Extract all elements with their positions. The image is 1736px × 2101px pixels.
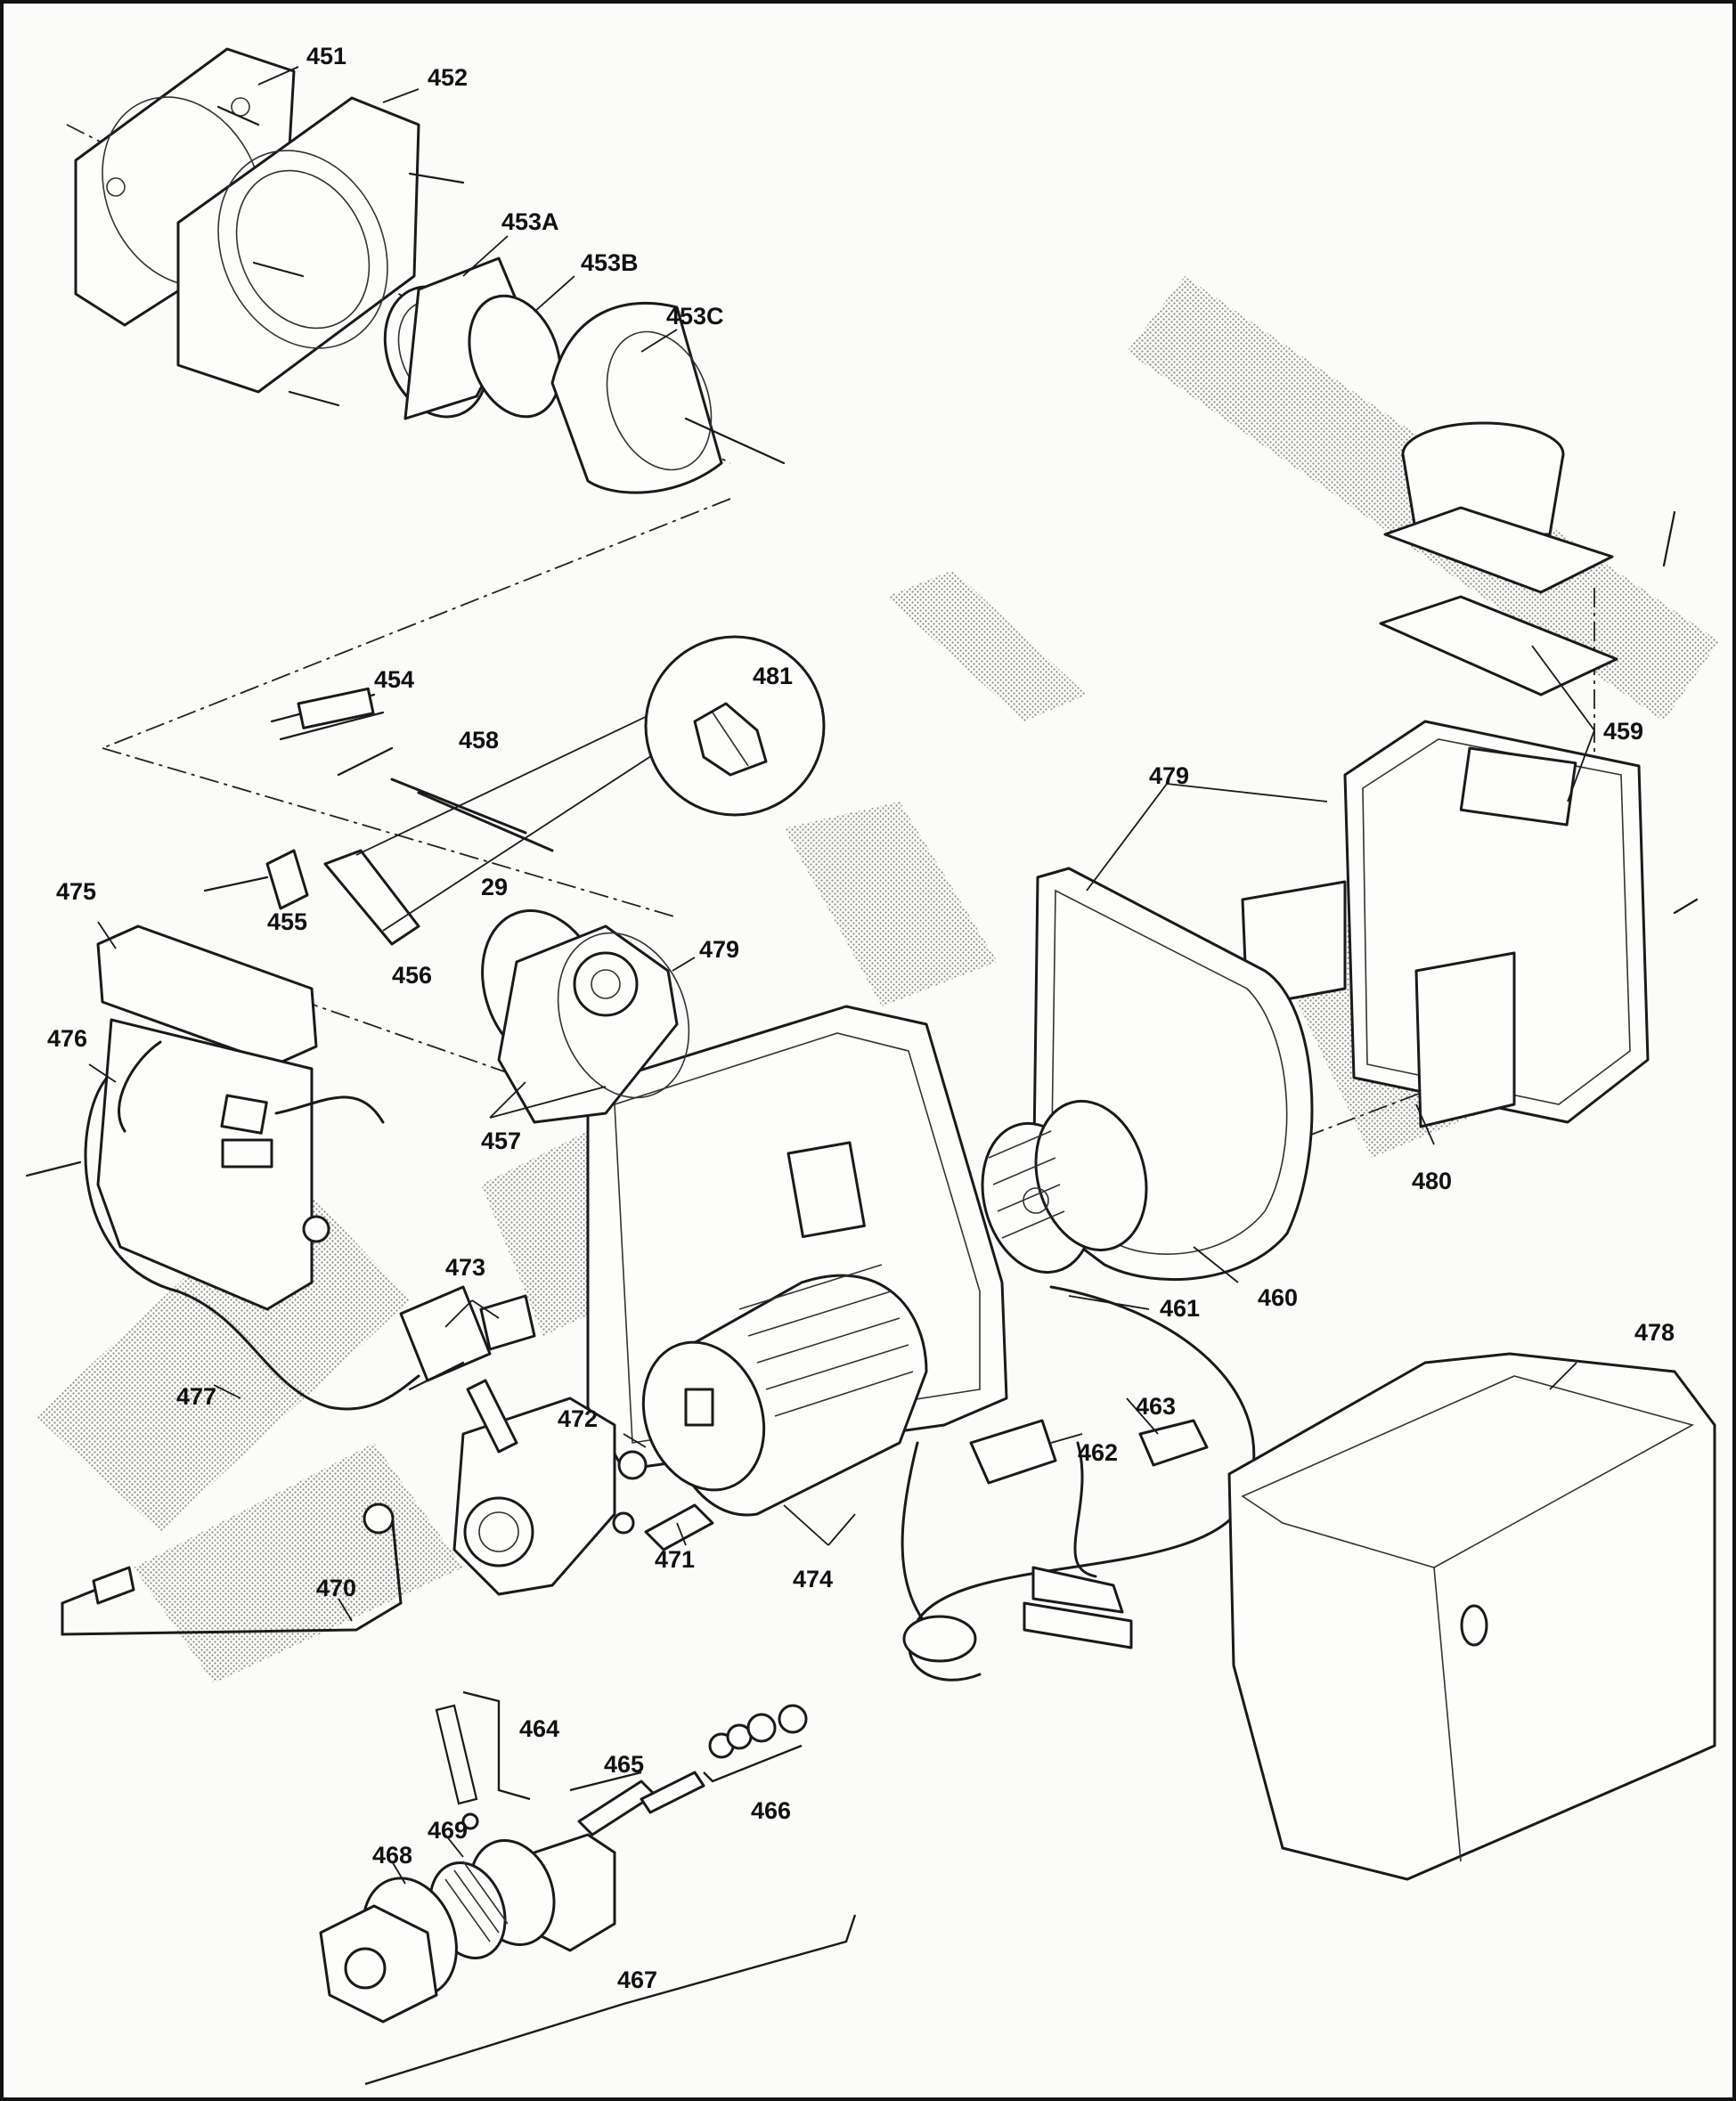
callout-480: 480 (1412, 1168, 1452, 1194)
photocell-assembly (328, 1285, 536, 1411)
callout-456: 456 (392, 962, 432, 989)
callout-461: 461 (1160, 1295, 1200, 1322)
callout-468: 468 (372, 1842, 412, 1869)
callout-474: 474 (793, 1566, 833, 1592)
callout-478: 478 (1634, 1319, 1675, 1346)
callout-452: 452 (428, 64, 468, 91)
burner-flange (176, 96, 465, 407)
burner-cover (1227, 1352, 1716, 1881)
callout-465: 465 (604, 1751, 644, 1778)
watermark-band-bottom (134, 1443, 463, 1683)
callout-464: 464 (519, 1715, 559, 1742)
callout-469: 469 (428, 1817, 468, 1844)
fan-wheel (981, 1099, 1148, 1274)
callout-463: 463 (1136, 1393, 1176, 1420)
callout-460: 460 (1258, 1284, 1298, 1311)
watermark-band-mid (886, 570, 1087, 721)
callout-477: 477 (176, 1383, 216, 1410)
ignition-transformer (25, 924, 385, 1409)
burner-motor (641, 1264, 928, 1517)
callout-470: 470 (316, 1575, 356, 1601)
callout-455: 455 (267, 908, 307, 935)
callout-451: 451 (306, 43, 346, 69)
watermark-band-lower-left (36, 1176, 410, 1532)
leader-lines (88, 66, 1595, 1885)
callout-453a: 453A (501, 208, 559, 235)
callout-466: 466 (751, 1797, 791, 1824)
ignition-electrodes (203, 687, 678, 946)
group-braces (364, 1690, 857, 2086)
callout-462: 462 (1078, 1439, 1118, 1466)
nozzle-detail-circle (644, 635, 826, 817)
callout-29: 29 (481, 874, 508, 900)
combustion-head (383, 257, 786, 494)
callout-454: 454 (374, 666, 414, 693)
callout-479-housing: 479 (1149, 762, 1189, 789)
callout-467: 467 (617, 1967, 657, 1993)
callout-labels: 451 452 453A 453B 453C 454 455 456 457 4… (47, 43, 1675, 1993)
callout-475: 475 (56, 878, 96, 905)
electrical-components (901, 1285, 1256, 1682)
callout-453c: 453C (666, 303, 724, 330)
air-intake-box (1241, 720, 1699, 1128)
callout-481: 481 (753, 663, 793, 689)
callout-472: 472 (558, 1405, 598, 1432)
oil-hose (61, 1502, 403, 1636)
callout-457: 457 (481, 1128, 521, 1154)
air-inlet-adaptor (1379, 421, 1676, 696)
callout-479-oring: 479 (699, 936, 739, 963)
watermark-band-center (784, 802, 998, 1006)
pump-spare-kit (319, 1704, 808, 2024)
oil-pump (452, 1379, 714, 1596)
nozzle-holder-flange (481, 909, 690, 1124)
callout-471: 471 (655, 1546, 695, 1573)
callout-473: 473 (445, 1254, 485, 1281)
callout-453b: 453B (581, 249, 639, 276)
callout-458: 458 (459, 727, 499, 753)
callout-476: 476 (47, 1025, 87, 1052)
callout-459: 459 (1603, 718, 1643, 745)
